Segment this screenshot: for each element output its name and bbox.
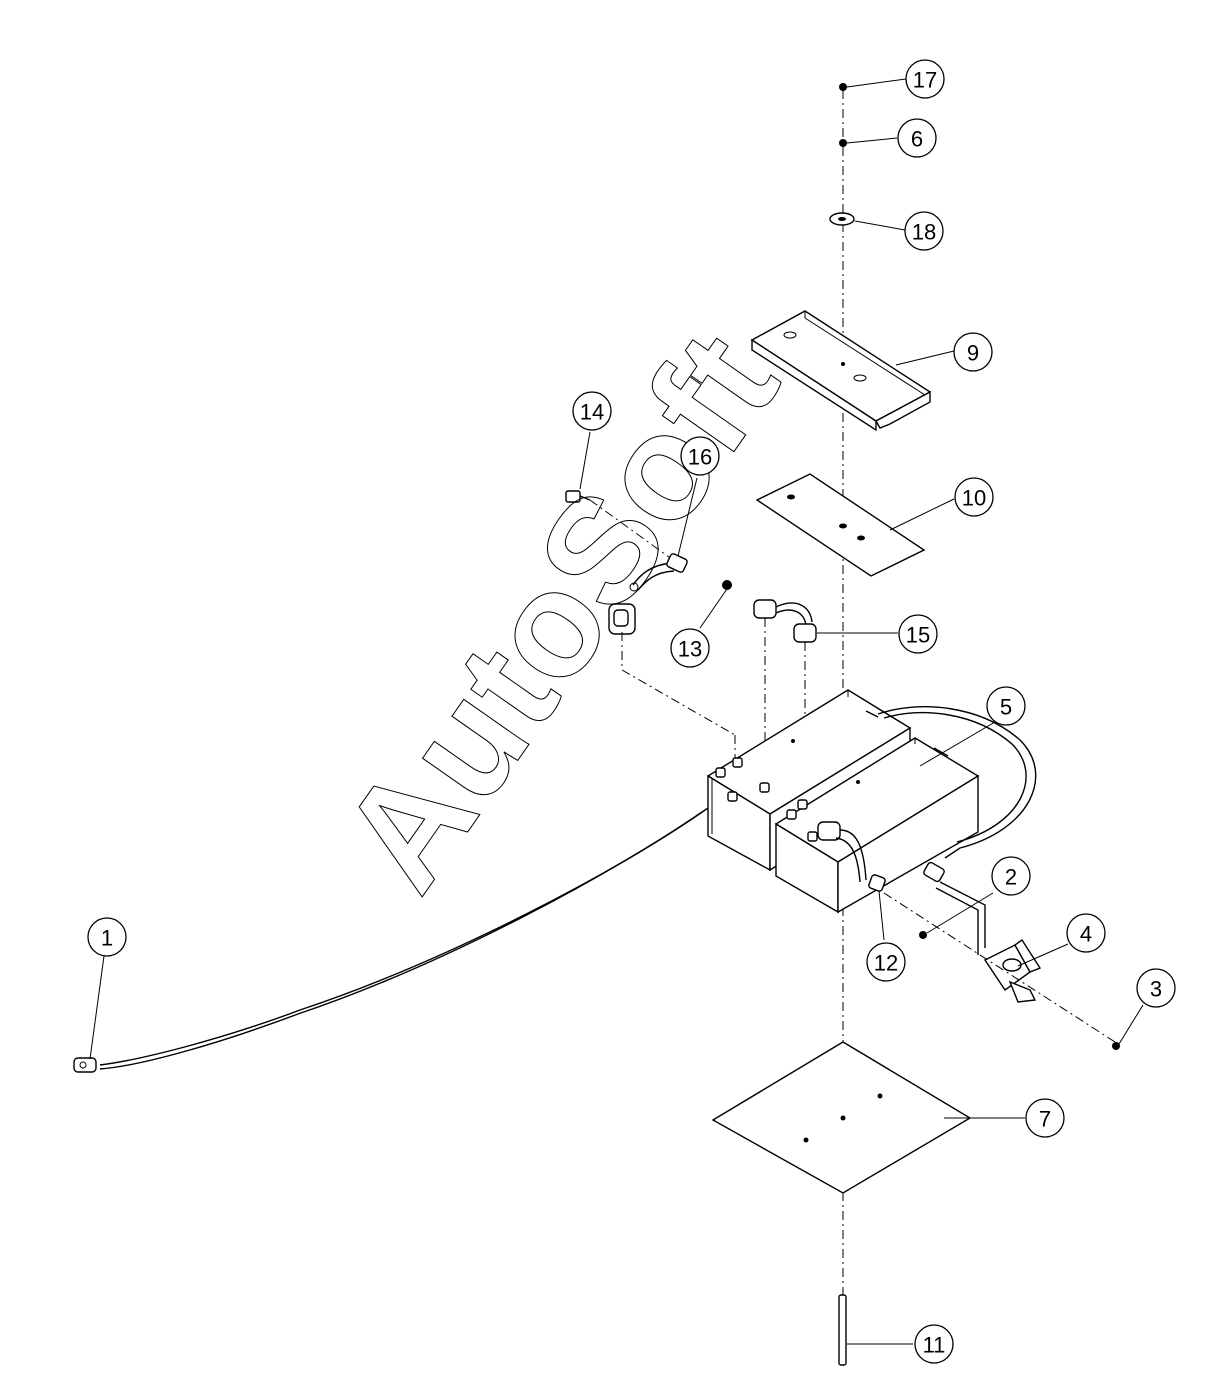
callout-circle — [572, 391, 612, 431]
callout-label: 10 — [962, 486, 986, 511]
part-14-bolt — [565, 490, 591, 503]
switch-axis — [883, 892, 1116, 1043]
callout-5: 5 — [986, 686, 1026, 726]
ground-cable-loop — [877, 706, 1037, 859]
callout-17: 17 — [905, 59, 945, 99]
callout-3: 3 — [1136, 968, 1176, 1008]
callout-circle — [954, 477, 994, 517]
part-17-nut — [839, 83, 847, 91]
callout-label: 6 — [911, 127, 923, 152]
callout-label: 5 — [1000, 695, 1012, 720]
callout-label: 18 — [912, 220, 936, 245]
part-13-nut — [722, 580, 732, 590]
part-2-nut — [919, 931, 927, 939]
callout-label: 1 — [101, 926, 113, 951]
callout-circle — [898, 614, 938, 654]
callout-label: 7 — [1039, 1107, 1051, 1132]
part-16-link-cable — [608, 553, 688, 635]
callout-circle — [991, 856, 1031, 896]
callout-circle — [87, 917, 127, 957]
part-12-cable-end — [868, 874, 886, 892]
callout-label: 15 — [906, 623, 930, 648]
callout-circle — [1025, 1098, 1065, 1138]
part-3-screw — [1112, 1042, 1120, 1050]
ground-cable-loop-inner — [883, 712, 1027, 843]
callout-circle — [897, 118, 937, 158]
callout-label: 11 — [923, 1333, 946, 1358]
callout-label: 16 — [688, 445, 712, 470]
callout-label: 4 — [1080, 922, 1092, 947]
callout-circle — [953, 332, 993, 372]
callout-11: 11 — [914, 1324, 954, 1364]
callout-label: 9 — [967, 341, 979, 366]
callout-label: 17 — [913, 68, 937, 93]
callout-circle — [866, 942, 906, 982]
callout-6: 6 — [897, 118, 937, 158]
callout-circle — [986, 686, 1026, 726]
callout-label: 12 — [874, 951, 898, 976]
part-10-pad — [755, 473, 926, 577]
callout-circle — [914, 1324, 954, 1364]
callout-4: 4 — [1066, 913, 1106, 953]
callout-15: 15 — [898, 614, 938, 654]
leader-lines — [89, 78, 1144, 1345]
callout-circle — [905, 59, 945, 99]
callout-circle — [904, 211, 944, 251]
callout-circle — [670, 628, 710, 668]
part-6-washer — [839, 139, 847, 147]
callout-label: 2 — [1005, 865, 1017, 890]
callout-label: 13 — [678, 637, 702, 662]
part-18-flat-washer — [829, 212, 855, 226]
callout-9: 9 — [953, 332, 993, 372]
callout-2: 2 — [991, 856, 1031, 896]
part-11-rod — [838, 1294, 847, 1366]
part-15-terminal-cable — [753, 599, 817, 643]
callout-label: 3 — [1150, 977, 1162, 1002]
callout-circle — [1066, 913, 1106, 953]
callout-label: 14 — [580, 400, 604, 425]
part-7-base-plate — [711, 1041, 972, 1194]
part-4-disconnect-switch — [923, 861, 1042, 1003]
callout-1: 1 — [87, 917, 127, 957]
part-9-hold-down-bracket — [750, 310, 932, 432]
callout-circle — [680, 436, 720, 476]
callout-10: 10 — [954, 477, 994, 517]
callout-circle — [1136, 968, 1176, 1008]
callout-7: 7 — [1025, 1098, 1065, 1138]
callout-16: 16 — [680, 436, 720, 476]
callout-14: 14 — [572, 391, 612, 431]
callout-18: 18 — [904, 211, 944, 251]
align-line-b — [621, 669, 736, 736]
callout-13: 13 — [670, 628, 710, 668]
callout-12: 12 — [866, 942, 906, 982]
front-terminal-cable — [817, 821, 867, 883]
part-1-long-cable — [73, 807, 709, 1073]
